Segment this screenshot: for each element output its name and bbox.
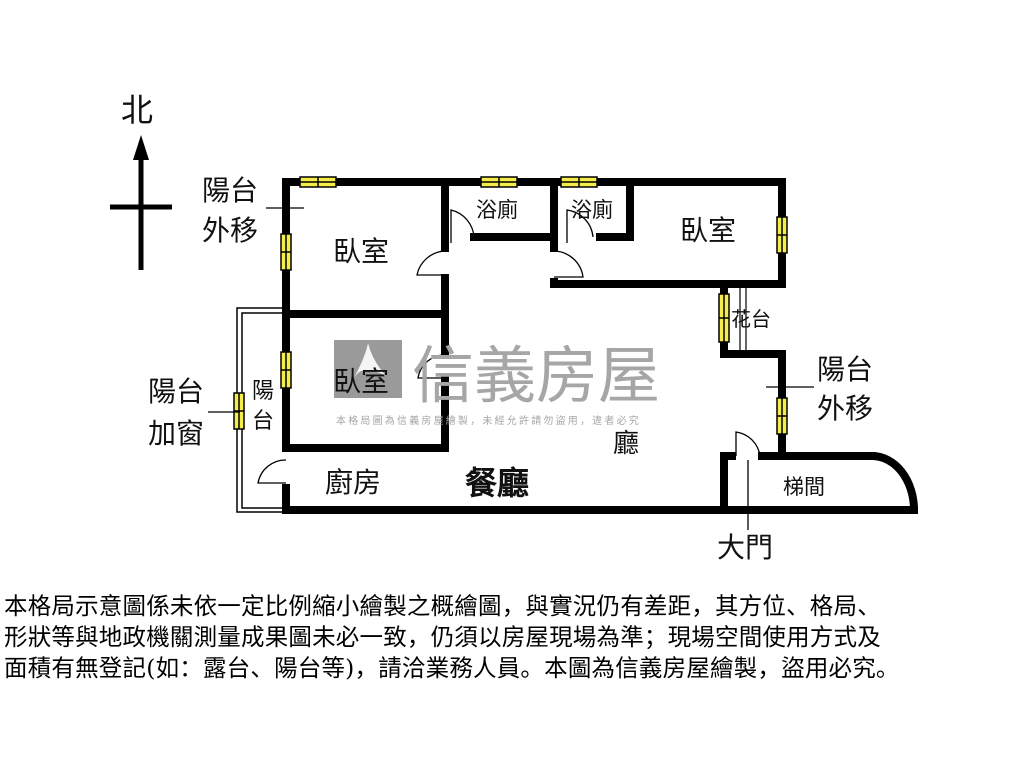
annotation-balcony-window-1: 陽台 — [148, 375, 204, 408]
disclaimer-line: 面積有無登記(如：露台、陽台等)，請洽業務人員。本圖為信義房屋繪製，盜用必究。 — [4, 654, 900, 682]
door-icon — [257, 459, 287, 484]
room-label-balcony-line1: 陽 — [252, 379, 274, 404]
disclaimer-text: 本格局示意圖係未依一定比例縮小繪製之概繪圖，與實況仍有差距，其方位、格局、 形狀… — [4, 591, 1024, 684]
room-label-bathroom-2: 浴廁 — [571, 198, 613, 222]
disclaimer-line: 形狀等與地政機關測量成果圖未必一致，仍須以房屋現場為準；現場空間使用方式及 — [4, 623, 881, 651]
room-label-bedroom-1: 臥室 — [333, 235, 389, 268]
brand-watermark: 信義房屋 本格局圖為信義房屋繪製，未經允許請勿盜用，違者必究 — [334, 339, 660, 427]
window-icon — [233, 392, 245, 430]
window-icon — [299, 176, 337, 188]
room-label-planter: 花台 — [731, 307, 771, 331]
door-icon — [416, 250, 446, 276]
window-icon — [280, 233, 292, 271]
room-label-dining-room: 餐廳 — [465, 464, 529, 502]
door-icon — [417, 354, 446, 379]
room-label-stairwell: 梯間 — [783, 475, 825, 499]
annotation-balcony-moved-e-2: 外移 — [817, 392, 873, 425]
room-label-bedroom-3: 臥室 — [680, 214, 736, 247]
compass-label: 北 — [121, 91, 153, 129]
room-label-bedroom-2: 臥室 — [333, 365, 389, 398]
door-icon — [566, 209, 594, 243]
floor-plan: 北 — [110, 91, 918, 564]
room-label-living-room: 廳 — [613, 429, 639, 459]
annotation-balcony-moved-nw-2: 外移 — [202, 214, 258, 247]
windows — [233, 176, 788, 435]
room-label-kitchen: 廚房 — [325, 466, 381, 499]
room-label-balcony-line2: 台 — [252, 409, 274, 434]
door-icon — [450, 209, 475, 243]
stairwell-curved-wall — [871, 452, 918, 511]
door-icon — [735, 431, 761, 457]
disclaimer-line: 本格局示意圖係未依一定比例縮小繪製之概繪圖，與實況仍有差距，其方位、格局、 — [4, 592, 881, 620]
annotation-balcony-moved-nw-1: 陽台 — [202, 174, 258, 207]
watermark-brand: 信義房屋 — [412, 339, 660, 412]
window-icon — [280, 351, 292, 389]
window-icon — [776, 216, 788, 254]
annotation-balcony-window-2: 加窗 — [148, 417, 204, 450]
room-label-bathroom-1: 浴廁 — [476, 198, 518, 222]
planter-lines — [739, 288, 747, 350]
annotation-balcony-moved-e-1: 陽台 — [817, 353, 873, 386]
window-icon — [718, 293, 730, 343]
north-compass-icon — [110, 135, 172, 270]
leader-lines — [208, 207, 814, 413]
walls — [282, 178, 918, 514]
window-icon — [480, 176, 518, 188]
doors — [257, 209, 761, 530]
annotation-main-door: 大門 — [717, 531, 773, 564]
door-icon — [553, 250, 584, 278]
watermark-notice: 本格局圖為信義房屋繪製，未經允許請勿盜用，違者必究 — [336, 414, 641, 427]
window-icon — [560, 176, 598, 188]
window-icon — [776, 397, 788, 435]
